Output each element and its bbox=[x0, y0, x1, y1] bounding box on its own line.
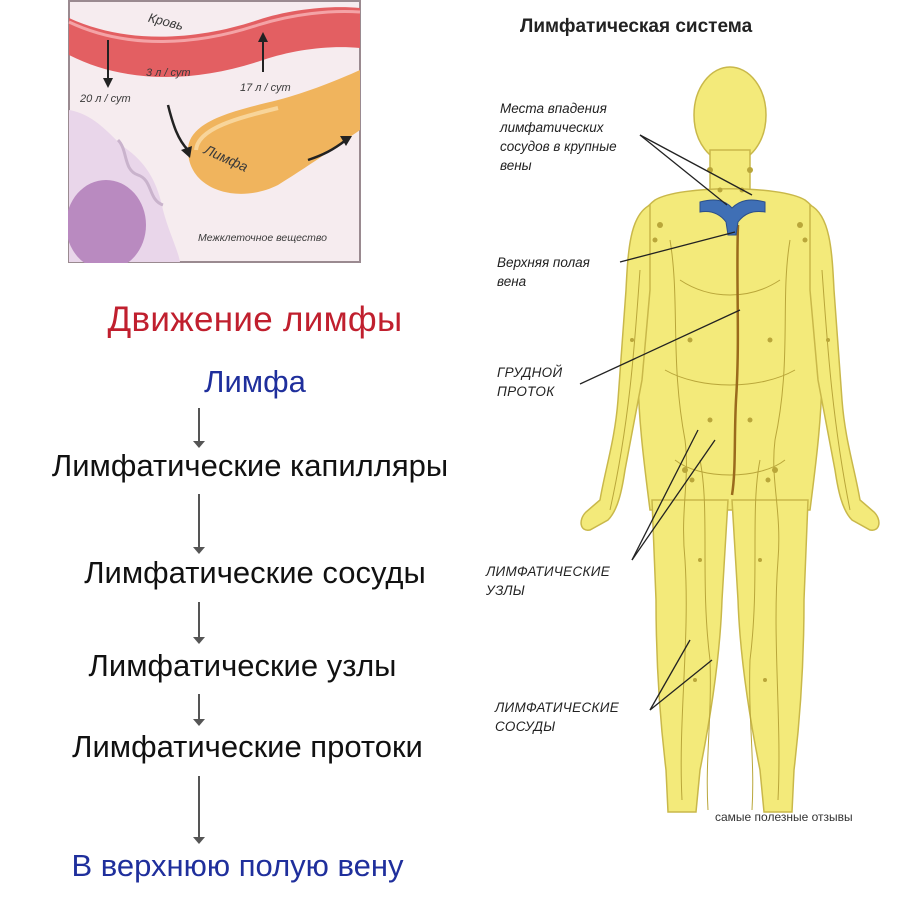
rate-3-label: 3 л / сут bbox=[146, 67, 191, 79]
entry-label: Места впадения лимфатических сосудов в к… bbox=[500, 99, 617, 175]
vena-label-line2: вена bbox=[497, 274, 527, 289]
interstitial-label: Межклеточное вещество bbox=[198, 232, 327, 244]
flow-step-lymph: Лимфа bbox=[204, 364, 306, 399]
flow-arrow-1 bbox=[193, 408, 205, 448]
entry-label-line3: сосудов в крупные bbox=[500, 139, 617, 154]
human-body-figure bbox=[560, 40, 890, 830]
vena-label-line1: Верхняя полая bbox=[497, 255, 590, 270]
flow-heading: Движение лимфы bbox=[107, 300, 403, 339]
lymph-nodes-label: ЛИМФАТИЧЕСКИЕ УЗЛЫ bbox=[486, 562, 610, 600]
flow-arrow-2 bbox=[193, 494, 205, 554]
flow-step-nodes: Лимфатические узлы bbox=[88, 648, 397, 683]
flow-step-ducts: Лимфатические протоки bbox=[72, 729, 423, 764]
duct-label-line1: ГРУДНОЙ bbox=[497, 365, 563, 380]
flow-arrow-3 bbox=[193, 602, 205, 644]
nodes-label-line1: ЛИМФАТИЧЕСКИЕ bbox=[486, 564, 611, 579]
flow-step-vena-cava: В верхнюю полую вену bbox=[71, 848, 404, 883]
lymph-vessels-label: ЛИМФАТИЧЕСКИЕ СОСУДЫ bbox=[495, 698, 619, 736]
flow-step-vessels: Лимфатические сосуды bbox=[84, 555, 426, 590]
thoracic-duct-label: ГРУДНОЙ ПРОТОК bbox=[497, 363, 562, 401]
body-silhouette bbox=[580, 66, 880, 813]
diagram-title: Лимфатическая система bbox=[520, 16, 753, 37]
entry-label-line2: лимфатических bbox=[500, 120, 604, 135]
nodes-label-line2: УЗЛЫ bbox=[486, 583, 526, 598]
lymph-formation-inset: Кровь 20 л / сут 3 л / сут 17 л / сут Ли… bbox=[66, 0, 361, 270]
watermark: самые полезные отзывы bbox=[715, 810, 853, 824]
inset-illustration bbox=[66, 0, 361, 270]
vena-cava-label: Верхняя полая вена bbox=[497, 253, 590, 291]
vessels-label-line2: СОСУДЫ bbox=[495, 719, 556, 734]
entry-label-line4: вены bbox=[500, 158, 532, 173]
duct-label-line2: ПРОТОК bbox=[497, 384, 555, 399]
flow-arrow-5 bbox=[193, 776, 205, 844]
rate-20-label: 20 л / сут bbox=[80, 93, 131, 105]
flow-step-capillaries: Лимфатические капилляры bbox=[51, 448, 449, 483]
rate-17-label: 17 л / сут bbox=[240, 82, 291, 94]
flow-arrow-4 bbox=[193, 694, 205, 726]
vessels-label-line1: ЛИМФАТИЧЕСКИЕ bbox=[495, 700, 620, 715]
entry-label-line1: Места впадения bbox=[500, 101, 607, 116]
